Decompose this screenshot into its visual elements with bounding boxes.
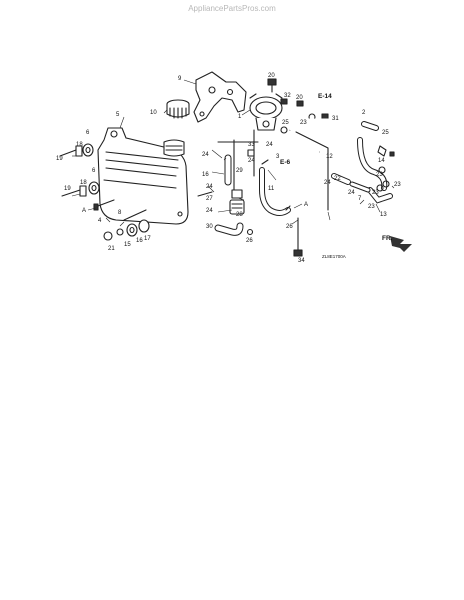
- reference-codes: E-14 E-6 A A ZL8E1700A FR.: [82, 93, 393, 259]
- label-24g: 24: [206, 208, 213, 214]
- label-23c: 23: [372, 190, 379, 196]
- grommet-set-upper: [59, 143, 94, 157]
- label-33: 33: [248, 142, 255, 148]
- tube-12: [295, 131, 329, 211]
- grommet-set-lower: [61, 181, 100, 197]
- clamp-23-b: [376, 166, 390, 192]
- label-12: 12: [326, 154, 333, 160]
- fuel-cap: [166, 99, 190, 119]
- hose-14: [357, 137, 388, 191]
- elbow-13: [367, 187, 393, 204]
- label-24c: 24: [266, 142, 273, 148]
- clip-25-left: [280, 126, 288, 134]
- label-24d: 24: [248, 158, 255, 164]
- label-8: 8: [118, 210, 122, 216]
- label-14: 14: [378, 158, 385, 164]
- clamp-33: [247, 149, 255, 157]
- ref-a-markers: [87, 203, 303, 211]
- label-21: 21: [108, 246, 115, 252]
- filler-neck: [163, 139, 185, 157]
- mounting-bracket: [193, 71, 247, 123]
- fuel-filter: [229, 189, 245, 215]
- label-13: 13: [380, 212, 387, 218]
- part-labels: 5 10 9 20 32 20 1 25 23 31 2 25 14 12 22…: [56, 73, 401, 264]
- hose-30: [214, 222, 244, 236]
- bolt-20-right: [296, 100, 304, 107]
- ref-a-left: A: [82, 208, 86, 214]
- label-4: 4: [98, 218, 102, 224]
- diagram-code: ZL8E1700A: [322, 254, 346, 259]
- direction-label: FR.: [382, 235, 393, 242]
- label-32: 32: [284, 93, 291, 99]
- label-24f: 24: [206, 184, 213, 190]
- bolt-20-top: [267, 78, 277, 93]
- hose-11: [259, 159, 291, 216]
- label-20a: 20: [268, 73, 275, 79]
- bolt-34: [293, 217, 303, 257]
- label-20b: 20: [296, 95, 303, 101]
- lower-mount-hardware: [103, 209, 150, 241]
- label-24b: 24: [348, 190, 355, 196]
- label-1: 1: [238, 114, 242, 120]
- label-18a: 18: [76, 142, 83, 148]
- tube-3: [217, 129, 259, 199]
- ref-e14: E-14: [318, 93, 332, 100]
- connector-24-7: [331, 173, 371, 193]
- label-6a: 6: [86, 130, 90, 136]
- label-26a: 26: [246, 238, 253, 244]
- label-2: 2: [362, 110, 366, 116]
- label-18b: 18: [80, 180, 87, 186]
- label-10: 10: [150, 110, 157, 116]
- label-15: 15: [124, 242, 131, 248]
- label-16: 16: [202, 172, 209, 178]
- label-25a: 25: [282, 120, 289, 126]
- ref-e6: E-6: [280, 159, 291, 166]
- label-28: 28: [236, 212, 243, 218]
- leader-lines: [71, 79, 395, 227]
- label-23d: 23: [394, 182, 401, 188]
- label-27: 27: [206, 196, 213, 202]
- label-30: 30: [206, 224, 213, 230]
- label-6b: 6: [92, 168, 96, 174]
- label-19b: 19: [64, 186, 71, 192]
- label-19a: 19: [56, 156, 63, 162]
- label-24a: 24: [324, 180, 331, 186]
- label-24e: 24: [202, 152, 209, 158]
- label-22: 22: [334, 176, 341, 182]
- label-17: 17: [144, 236, 151, 242]
- fuel-valve: [249, 93, 283, 131]
- label-5: 5: [116, 112, 120, 118]
- label-23a: 23: [300, 120, 307, 126]
- hose-2: [361, 121, 379, 131]
- ref-a-right: A: [304, 202, 308, 208]
- label-34: 34: [298, 258, 305, 264]
- label-11: 11: [268, 186, 275, 192]
- label-31: 31: [332, 116, 339, 122]
- label-23e: 23: [368, 204, 375, 210]
- bolt-32: [280, 98, 288, 105]
- clip-25-right: [377, 145, 395, 157]
- label-16b: 16: [136, 238, 143, 244]
- label-29: 29: [236, 168, 243, 174]
- watermark: AppliancePartsPros.com: [188, 4, 276, 13]
- label-3: 3: [276, 154, 280, 160]
- label-23b: 23: [376, 172, 383, 178]
- label-7: 7: [358, 196, 362, 202]
- front-direction-arrow: [390, 236, 412, 252]
- hose-22: [288, 118, 342, 154]
- screw-16: [197, 191, 213, 197]
- label-26b: 26: [286, 224, 293, 230]
- label-9: 9: [178, 76, 182, 82]
- clip-26: [246, 205, 291, 236]
- label-25b: 25: [382, 130, 389, 136]
